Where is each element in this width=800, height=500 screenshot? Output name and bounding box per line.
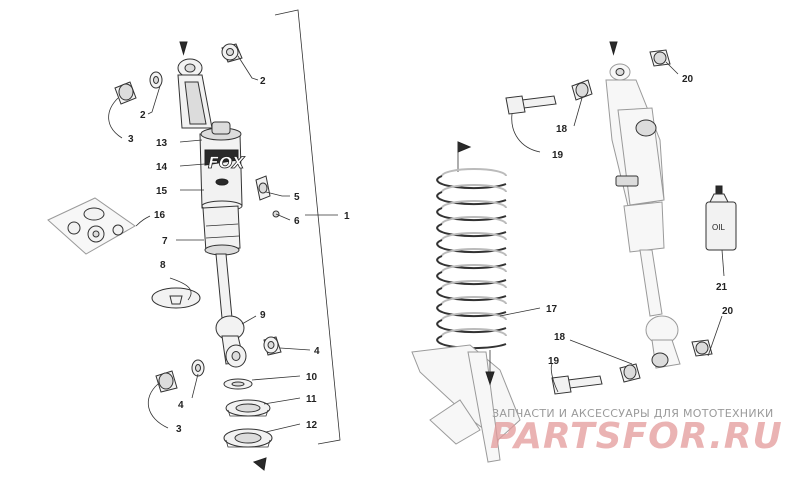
callout-4-right: 4 [314, 346, 320, 357]
oil-bottle-label: OIL [712, 223, 725, 232]
damper-body-lower [202, 205, 241, 256]
adjuster-nut [223, 428, 273, 448]
retaining-clip [151, 287, 201, 309]
bushing-top [221, 43, 243, 63]
oil-bottle: OIL [705, 185, 737, 251]
lock-nut-top [649, 49, 671, 67]
callout-2-left: 2 [140, 110, 146, 121]
lock-nut-bottom [691, 339, 713, 357]
callout-9: 9 [260, 310, 266, 321]
callout-20-bottom: 20 [722, 306, 734, 317]
callout-4-left: 4 [178, 400, 184, 411]
damper-shaft [215, 253, 233, 319]
callout-17: 17 [546, 304, 558, 315]
callout-12: 12 [306, 420, 318, 431]
top-eye-mount [177, 58, 213, 129]
callout-21: 21 [716, 282, 728, 293]
callout-3-top: 3 [128, 134, 134, 145]
callout-3-bottom: 3 [176, 424, 182, 435]
callout-18-top: 18 [556, 124, 568, 135]
callout-14: 14 [156, 162, 168, 173]
callout-16: 16 [154, 210, 166, 221]
watermark-logo: PARTSFOR.RU [490, 416, 783, 457]
callout-18-bottom: 18 [554, 332, 566, 343]
spacer-top [571, 79, 593, 101]
direction-arrow-bottom-left [252, 457, 267, 471]
shock-brand-logo: FOX [208, 153, 245, 172]
coil-spring: 17 [436, 141, 558, 350]
flat-washer [223, 378, 253, 390]
direction-arrow-top-left [179, 41, 188, 56]
bushing-bottom [225, 336, 282, 368]
callout-7: 7 [162, 236, 168, 247]
callout-1: 1 [344, 211, 350, 222]
callout-15: 15 [156, 186, 168, 197]
washer-bottom [191, 359, 205, 377]
decal-sheet [47, 197, 136, 255]
mount-bolt-top [505, 95, 557, 115]
callout-10: 10 [306, 372, 318, 383]
callout-20-top: 20 [682, 74, 694, 85]
callout-11: 11 [306, 394, 317, 405]
callout-6: 6 [294, 216, 300, 227]
direction-arrow-top-right [609, 41, 618, 56]
left-shock-assembly: FOX [47, 9, 350, 471]
spacer-bottom [619, 363, 641, 383]
callout-2-top: 2 [260, 76, 266, 87]
callout-19-top: 19 [552, 150, 564, 161]
callout-19-bottom: 19 [548, 356, 560, 367]
frame-linkage [411, 344, 521, 463]
watermark-tagline: ЗАПЧАСТИ И АКСЕССУАРЫ ДЛЯ МОТОТЕХНИКИ [492, 407, 774, 420]
adjuster-knob [255, 175, 271, 201]
washer-top [149, 71, 163, 89]
callout-5: 5 [294, 192, 300, 203]
right-shock-assembly: OIL 20 18 19 21 20 18 19 [505, 41, 737, 395]
watermark: ЗАПЧАСТИ И АКСЕССУАРЫ ДЛЯ МОТОТЕХНИКИ PA… [490, 407, 783, 457]
assembly-bracket [274, 9, 341, 445]
sleeve-top [114, 81, 137, 105]
direction-arrow-spring [457, 141, 472, 153]
callout-13: 13 [156, 138, 168, 149]
spring-seat [225, 399, 271, 417]
callout-8: 8 [160, 260, 166, 271]
reservoir-body: FOX [199, 121, 245, 212]
sleeve-bottom [155, 370, 178, 393]
mount-bolt-bottom [551, 375, 603, 395]
